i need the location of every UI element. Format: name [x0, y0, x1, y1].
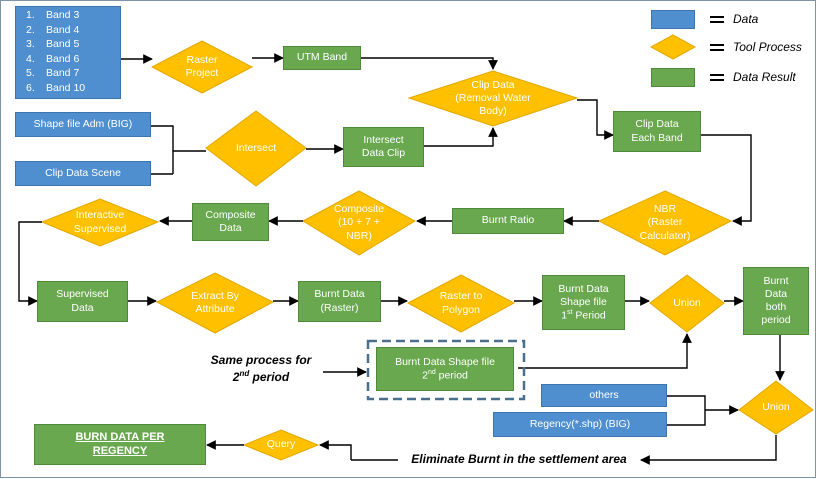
- band-item: 4.Band 6: [26, 52, 80, 65]
- interactive-diamond: [40, 198, 160, 247]
- burn-data-per-regency-box: BURN DATA PER REGENCY: [34, 424, 206, 465]
- clip-each-band-box: Clip Data Each Band: [613, 111, 701, 152]
- equals-icon: [710, 44, 724, 51]
- equals-icon: [710, 16, 724, 23]
- band-item: 6.Band 10: [26, 81, 86, 94]
- burnt-shape-2nd-period-box: Burnt Data Shape file 2nd period: [376, 347, 514, 391]
- band-item: 5.Band 7: [26, 67, 80, 80]
- regency-shp-box: Regency(*.shp) (BIG): [493, 412, 667, 437]
- union2-diamond: [738, 380, 814, 435]
- raster-polygon-diamond: [406, 274, 516, 333]
- band-item: 2.Band 4: [26, 23, 80, 36]
- utm-band-box: UTM Band: [283, 46, 361, 70]
- same-process-note: Same process for 2nd period: [210, 353, 312, 384]
- burnt-shape-2nd-label: Burnt Data Shape file 2nd period: [395, 355, 495, 382]
- landsat-band-list: 1.Band 3 2.Band 4 3.Band 5 4.Band 6 5.Ba…: [15, 6, 121, 99]
- legend-data-swatch: [651, 10, 695, 29]
- query-diamond: [242, 429, 320, 461]
- legend-result-swatch: [651, 68, 695, 87]
- burnt-data-raster-box: Burnt Data (Raster): [298, 281, 381, 322]
- intersect-data-clip-box: Intersect Data Clip: [343, 127, 424, 167]
- composite-tool-diamond: [301, 190, 417, 256]
- clip-data-scene-box: Clip Data Scene: [15, 161, 151, 186]
- nbr-diamond: [597, 190, 733, 256]
- eliminate-settlement-note: Eliminate Burnt in the settlement area: [411, 452, 627, 466]
- burnt-shape-1st-period-box: Burnt Data Shape file 1st Period: [542, 275, 625, 330]
- burnt-data-both-period-box: Burnt Data both period: [743, 267, 809, 335]
- legend-data-label: Data: [733, 12, 759, 26]
- burnt-shape-1st-label: Burnt Data Shape file 1st Period: [558, 282, 609, 322]
- equals-icon: [710, 74, 724, 81]
- intersect-diamond: [205, 110, 307, 187]
- extract-diamond: [155, 272, 275, 334]
- burnt-ratio-box: Burnt Ratio: [452, 208, 564, 234]
- band-item: 1.Band 3: [26, 9, 80, 21]
- composite-data-box: Composite Data: [192, 203, 269, 241]
- shapefile-adm-box: Shape file Adm (BIG): [15, 112, 151, 137]
- legend-tool-diamond: [649, 34, 697, 60]
- legend-result-label: Data Result: [733, 70, 796, 84]
- second-period-dashed-frame: [366, 339, 526, 401]
- union1-diamond: [649, 274, 725, 333]
- clip-data-diamond: [407, 70, 579, 127]
- band-item: 3.Band 5: [26, 38, 80, 51]
- legend-tool-label: Tool Process: [733, 40, 802, 54]
- raster-project-diamond: [150, 40, 254, 94]
- supervised-data-box: Supervised Data: [37, 281, 128, 322]
- others-box: others: [541, 384, 667, 407]
